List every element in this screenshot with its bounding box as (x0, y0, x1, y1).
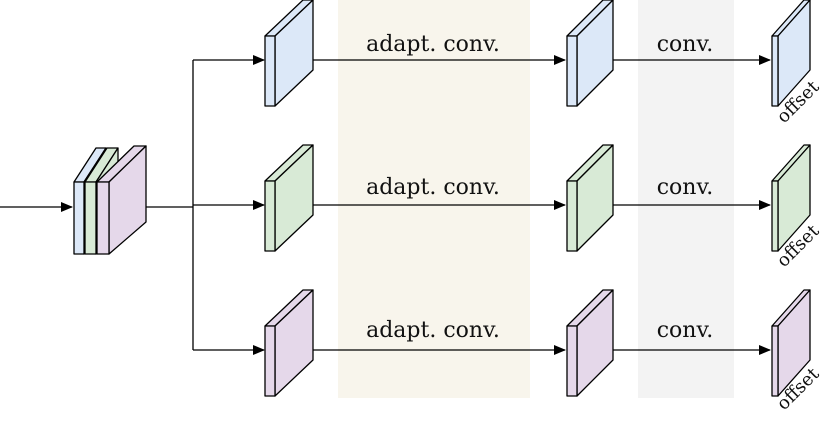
conv-label-bottom: conv. (657, 318, 714, 343)
adapt-conv-band (338, 0, 530, 398)
adapt-conv-label-top: adapt. conv. (366, 32, 500, 57)
conv-band (638, 0, 734, 398)
feature-block-bottom (264, 289, 314, 397)
offset-block-middle (771, 144, 811, 252)
adapt-conv-label-middle: adapt. conv. (366, 175, 500, 200)
offset-block-bottom (771, 289, 811, 397)
input-layer-purple (96, 145, 147, 255)
input-feature-stack (73, 145, 147, 255)
conv-label-top: conv. (657, 32, 714, 57)
offset-block-top (771, 0, 811, 107)
conv-label-middle: conv. (657, 175, 714, 200)
adapted-feature-block-middle (566, 144, 614, 252)
branches (193, 0, 811, 397)
adapt-conv-label-bottom: adapt. conv. (366, 318, 500, 343)
feature-block-middle (264, 144, 314, 252)
split-connector (146, 60, 194, 350)
adapted-feature-block-top (566, 0, 614, 107)
feature-block-top (264, 0, 314, 107)
adapted-feature-block-bottom (566, 289, 614, 397)
